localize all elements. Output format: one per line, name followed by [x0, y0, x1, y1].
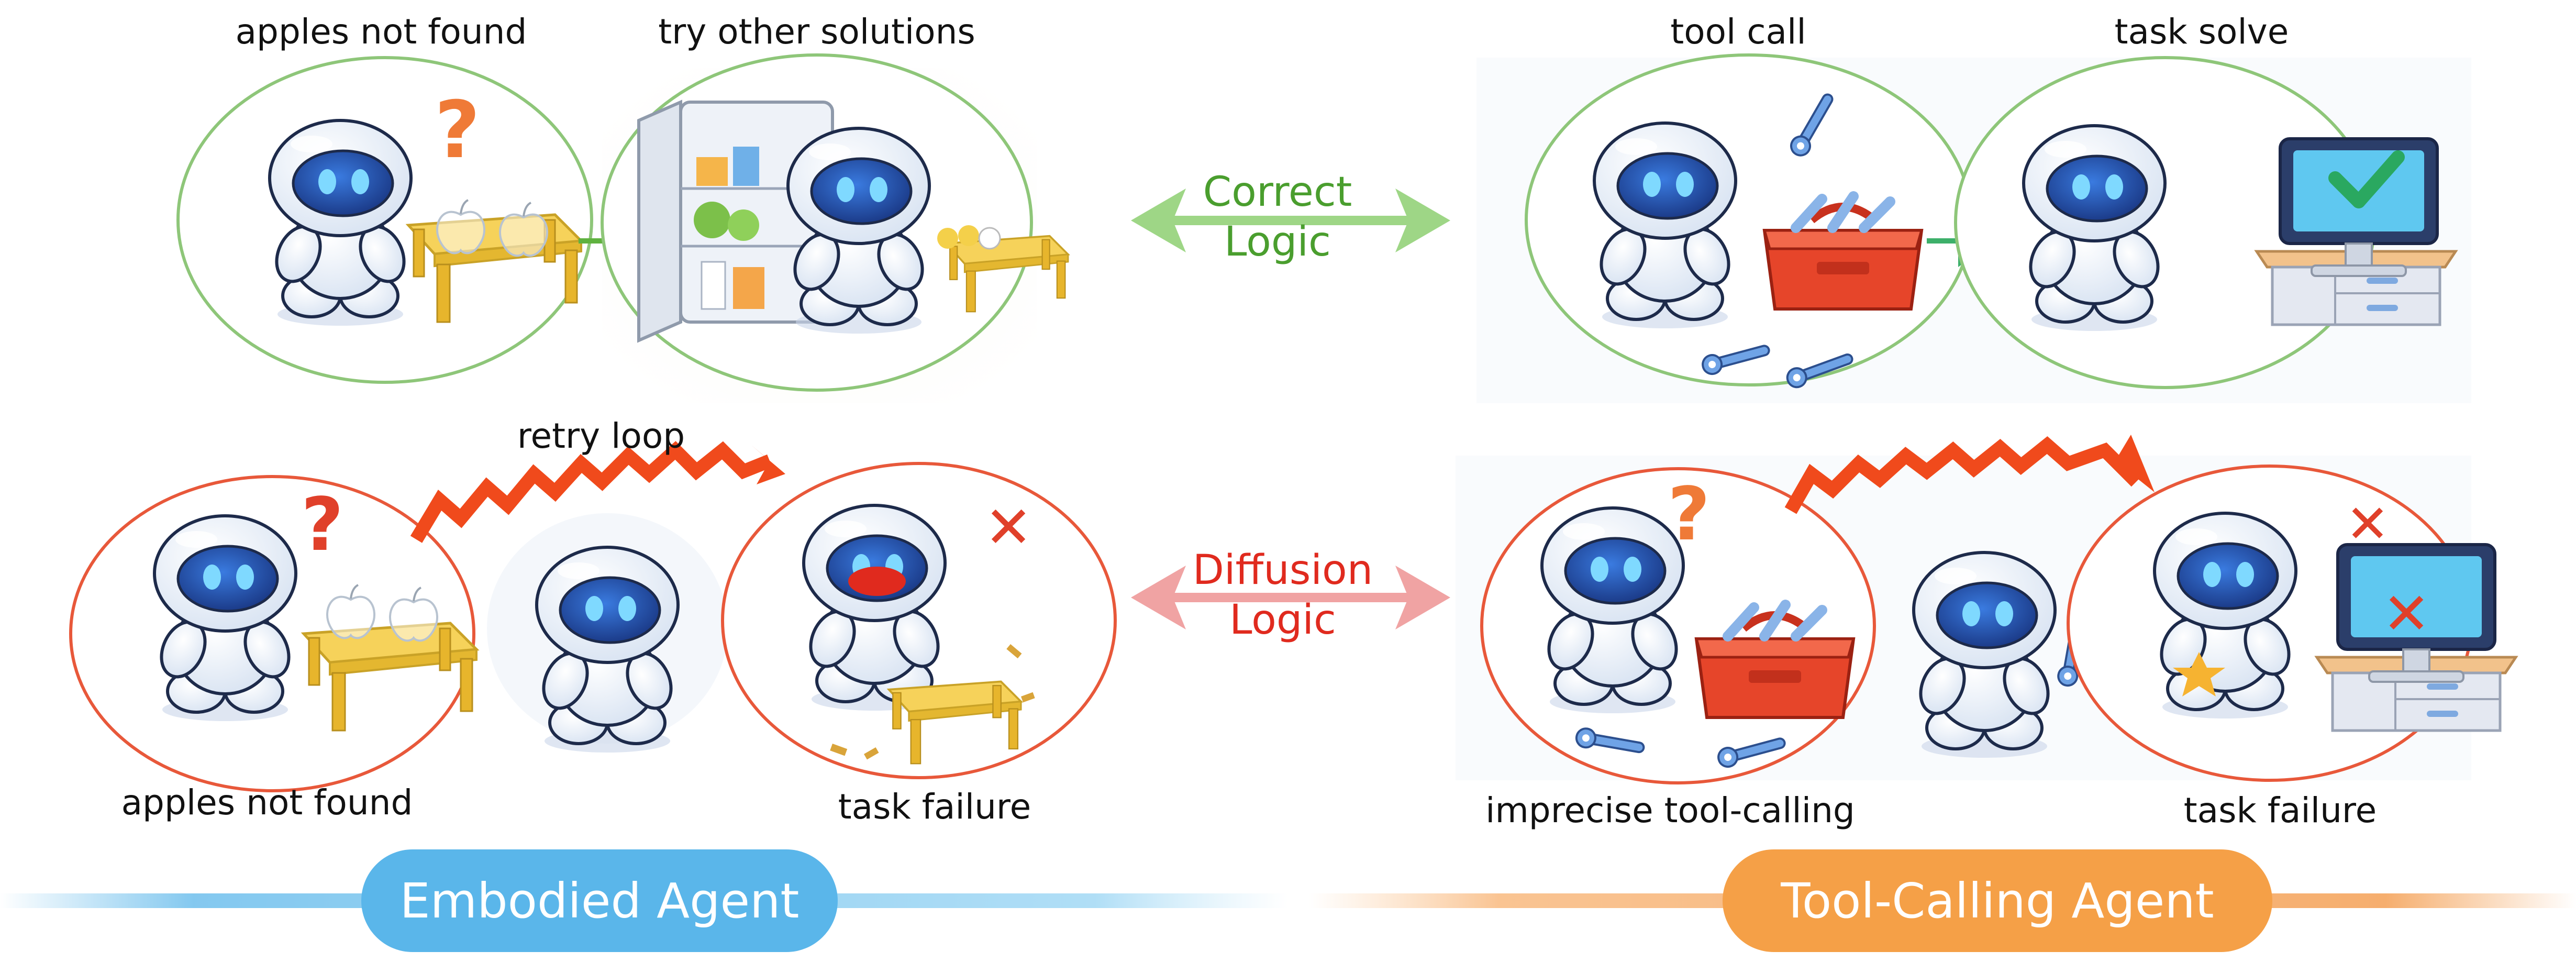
- label-apples-not-found-failure: apples not found: [121, 782, 413, 823]
- correct-logic-arrow: [1131, 189, 1450, 252]
- correct-logic-line2: Logic: [1224, 218, 1331, 266]
- correct-logic-label: Correct Logic: [1203, 168, 1352, 267]
- tool-diffusion-scene: ? ✕ ✕: [1480, 435, 2516, 784]
- embodied-correct-scene: ?: [176, 53, 1069, 392]
- tool-calling-agent-badge: Tool-Calling Agent: [1723, 849, 2272, 952]
- diffusion-logic-line1: Diffusion: [1192, 547, 1373, 594]
- label-task-failure-tool: task failure: [2183, 790, 2377, 831]
- x-mark-icon: ✕: [2346, 493, 2390, 555]
- label-imprecise-tool-calling: imprecise tool-calling: [1485, 790, 1855, 831]
- x-mark-icon: ✕: [984, 494, 1032, 561]
- tool-correct-scene: [1525, 53, 2456, 391]
- diffusion-logic-line2: Logic: [1229, 596, 1336, 644]
- embodied-diffusion-scene: ? ✕: [69, 441, 1117, 792]
- spark-icon: [2173, 652, 2225, 696]
- zigzag-arrowhead-icon: [751, 445, 785, 484]
- apple-icon: [937, 228, 958, 249]
- scene-ellipse: [1525, 53, 1973, 386]
- correct-logic-line1: Correct: [1203, 169, 1352, 216]
- diffusion-logic-arrow: [1131, 566, 1450, 629]
- x-mark-icon: ✕: [2382, 580, 2430, 647]
- embodied-agent-badge: Embodied Agent: [361, 849, 838, 952]
- label-tool-call: tool call: [1670, 12, 1806, 52]
- question-mark-icon: ?: [435, 85, 480, 176]
- label-apples-not-found: apples not found: [235, 12, 527, 52]
- debris-icon: [830, 644, 1035, 760]
- zigzag-arrowhead-icon: [2115, 435, 2155, 492]
- label-retry-loop: retry loop: [517, 416, 685, 456]
- question-mark-icon: ?: [301, 482, 343, 568]
- apple-icon: [978, 227, 1001, 250]
- diffusion-logic-label: Diffusion Logic: [1193, 546, 1373, 645]
- check-icon: [2328, 150, 2405, 208]
- label-task-failure: task failure: [838, 787, 1031, 827]
- label-task-solve: task solve: [2114, 12, 2289, 52]
- apple-icon: [958, 225, 979, 246]
- question-mark-icon: ?: [1668, 472, 1710, 557]
- label-try-other-solutions: try other solutions: [658, 12, 975, 52]
- retry-zigzag-icon: [1784, 436, 2141, 514]
- crying-mouth-icon: [848, 567, 906, 596]
- retry-zigzag-icon: [410, 441, 772, 543]
